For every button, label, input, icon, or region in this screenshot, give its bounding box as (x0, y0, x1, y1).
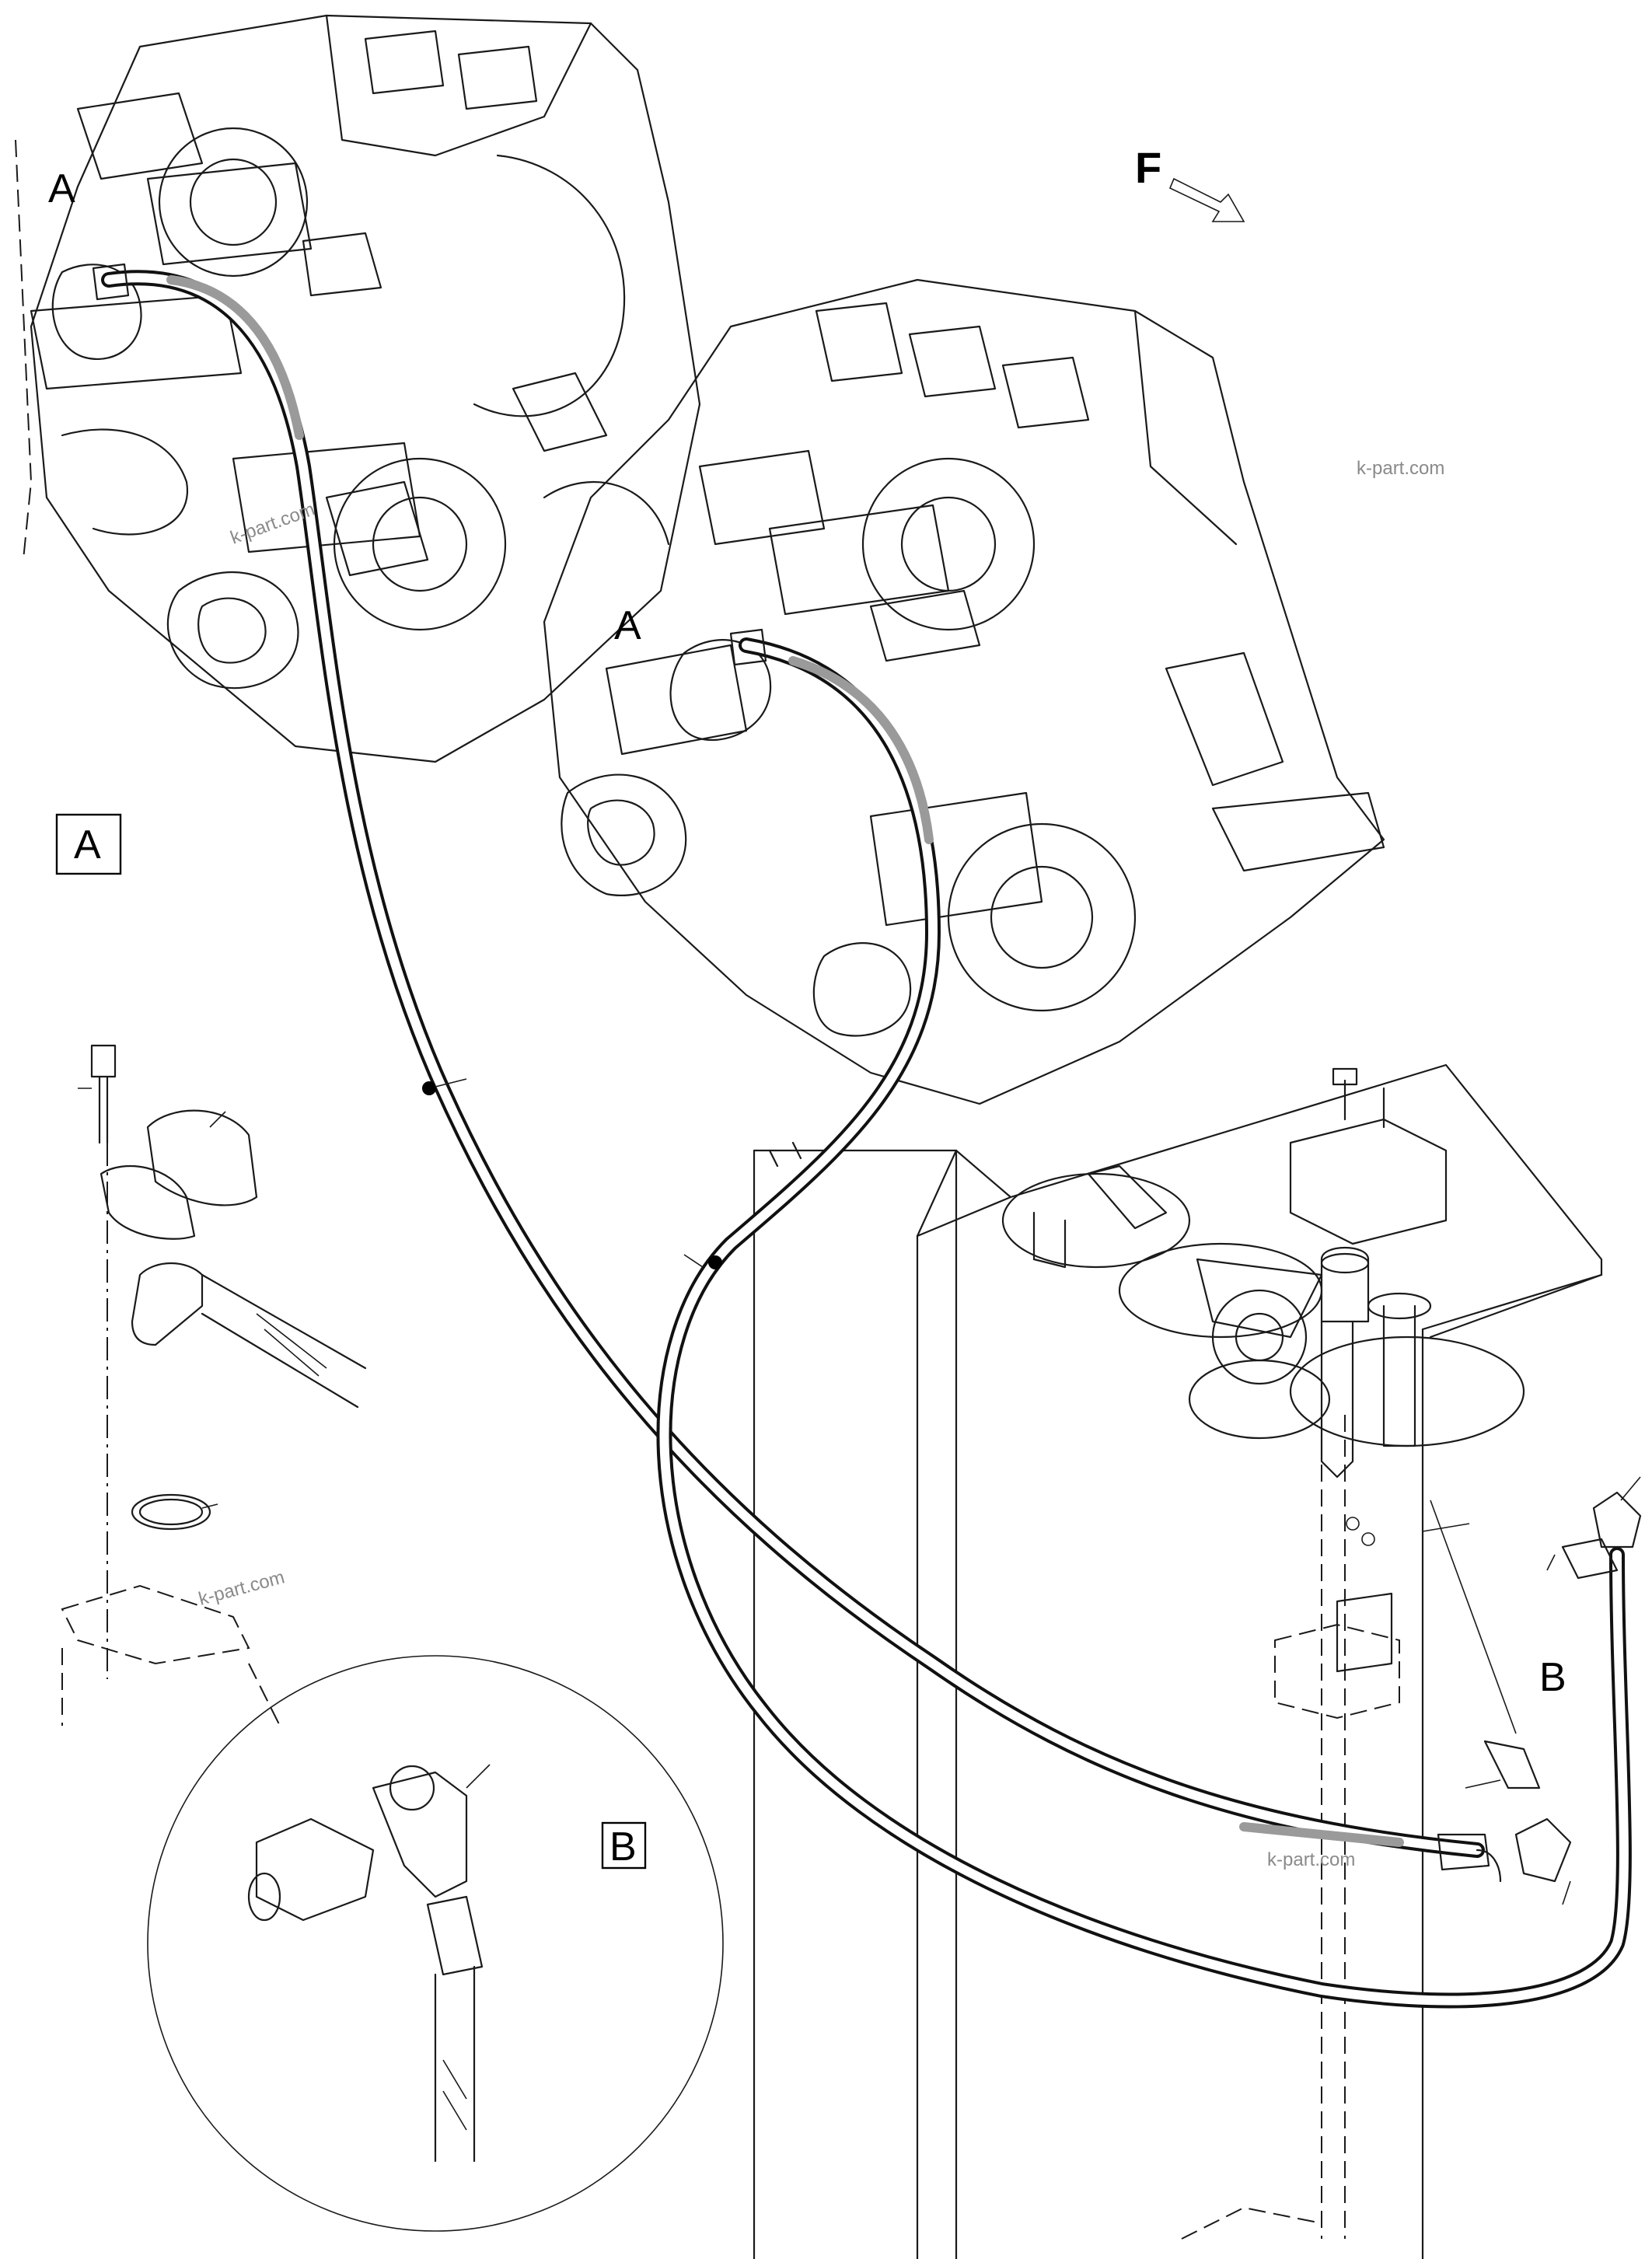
label-view-a-top: A (48, 166, 75, 211)
hose-marker-short (708, 1255, 722, 1269)
label-view-b-side: B (1539, 1655, 1566, 1700)
b-side-fittings (1422, 1476, 1642, 1905)
hydraulic-tank (753, 1063, 1603, 2259)
hose-fittings-top (92, 263, 802, 1168)
detail-circle-b (147, 1655, 724, 2232)
watermark: k-part.com (197, 1566, 287, 1609)
label-box-a: A (55, 813, 122, 875)
label-view-a-mid: A (614, 603, 641, 648)
hose-long (101, 270, 1485, 1858)
forward-direction-arrow (1168, 177, 1245, 222)
watermark: k-part.com (1267, 1849, 1355, 1870)
label-view-a-box: A (74, 822, 101, 868)
label-forward: F (1135, 143, 1161, 192)
label-box-b: B (601, 1821, 647, 1870)
label-view-b-box: B (609, 1824, 637, 1870)
lower-pump-gearbox (543, 278, 1385, 1105)
watermark: k-part.com (1357, 458, 1444, 479)
hose-marker-long (422, 1081, 436, 1095)
exploded-view-a (61, 1044, 367, 1727)
upper-pump-gearbox (15, 14, 701, 763)
detail-b-fittings (247, 1764, 491, 2163)
hose-short (656, 637, 1632, 2009)
